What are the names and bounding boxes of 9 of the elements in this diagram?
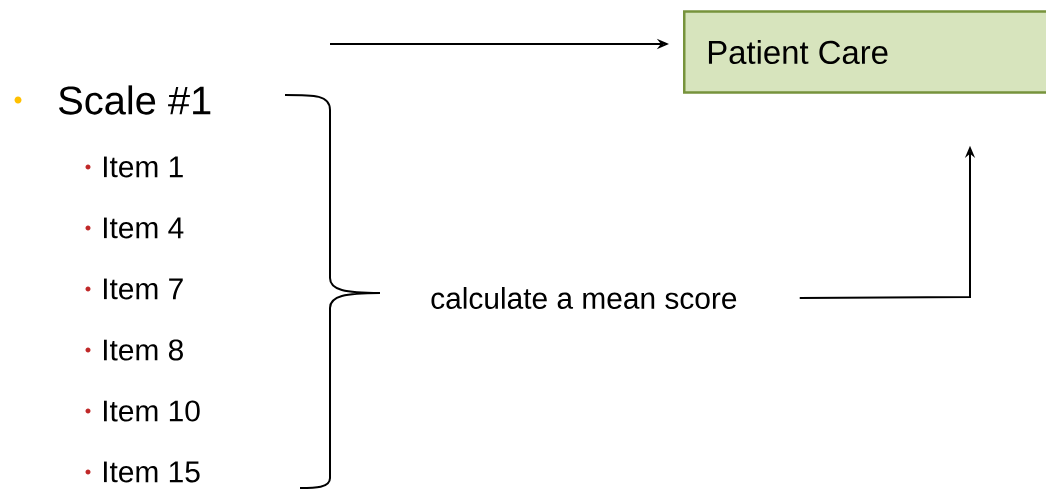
list-item: Item 8 [103,339,183,361]
list-item: Item 15 [103,461,200,483]
list-heading: Scale #1 [59,85,211,115]
step-text: calculate a mean score [431,287,737,309]
process-box: Patient Care [683,10,1046,94]
list-item: Item 1 [103,156,183,178]
list-item: Item 7 [103,278,183,300]
list-item: Item 10 [103,400,200,422]
list-item: Item 4 [103,217,184,239]
